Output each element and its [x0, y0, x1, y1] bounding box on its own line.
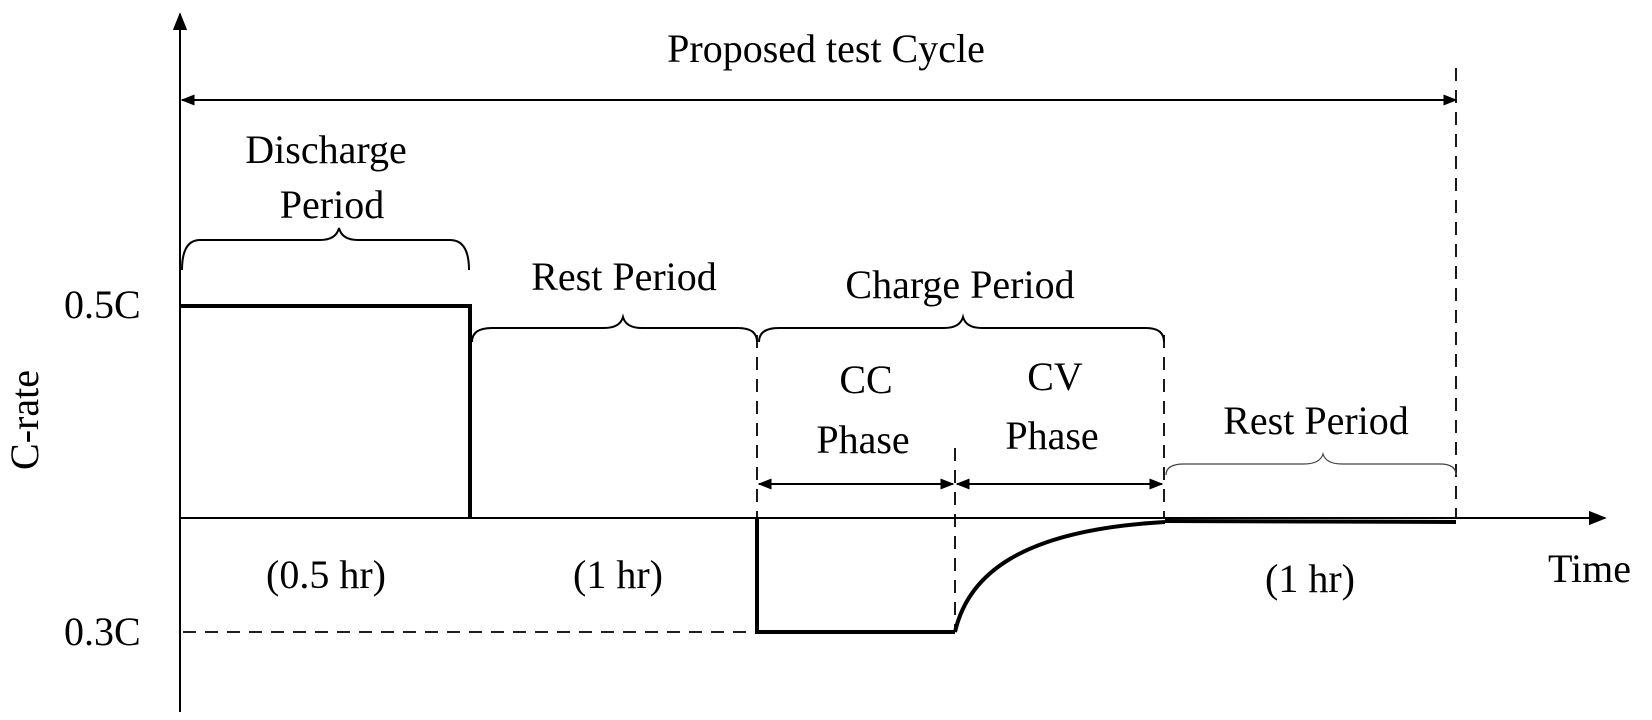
rest1-duration: (1 hr)	[573, 552, 663, 597]
cc-label-line1: CC	[839, 357, 892, 402]
cc-label-line2: Phase	[816, 417, 909, 462]
rest-period-brace-1	[471, 313, 758, 343]
rest-baseline-segment	[1164, 519, 1457, 524]
discharge-duration: (0.5 hr)	[266, 552, 386, 597]
discharge-label-line2: Period	[280, 182, 384, 227]
discharge-label-line1: Discharge	[245, 127, 406, 172]
cc-charge-profile-line	[755, 518, 955, 634]
y-tick-03c: 0.3C	[64, 609, 141, 654]
cv-label-line1: CV	[1027, 354, 1083, 399]
rest-period-brace-2	[1165, 451, 1457, 476]
cv-label-line2: Phase	[1005, 413, 1098, 458]
cv-charge-profile-curve	[953, 520, 1166, 633]
discharge-brace	[181, 227, 470, 271]
y-axis-label: C-rate	[2, 370, 47, 470]
charge-period-label: Charge Period	[845, 262, 1074, 307]
rest-period-label-1: Rest Period	[531, 254, 717, 299]
discharge-profile-line	[180, 304, 472, 518]
rest-period-label-2: Rest Period	[1223, 398, 1409, 443]
y-tick-05c: 0.5C	[64, 282, 141, 327]
rest2-duration: (1 hr)	[1265, 556, 1355, 601]
cycle-title: Proposed test Cycle	[667, 26, 985, 71]
x-axis-label: Time	[1548, 546, 1631, 591]
charge-period-brace	[758, 313, 1165, 343]
